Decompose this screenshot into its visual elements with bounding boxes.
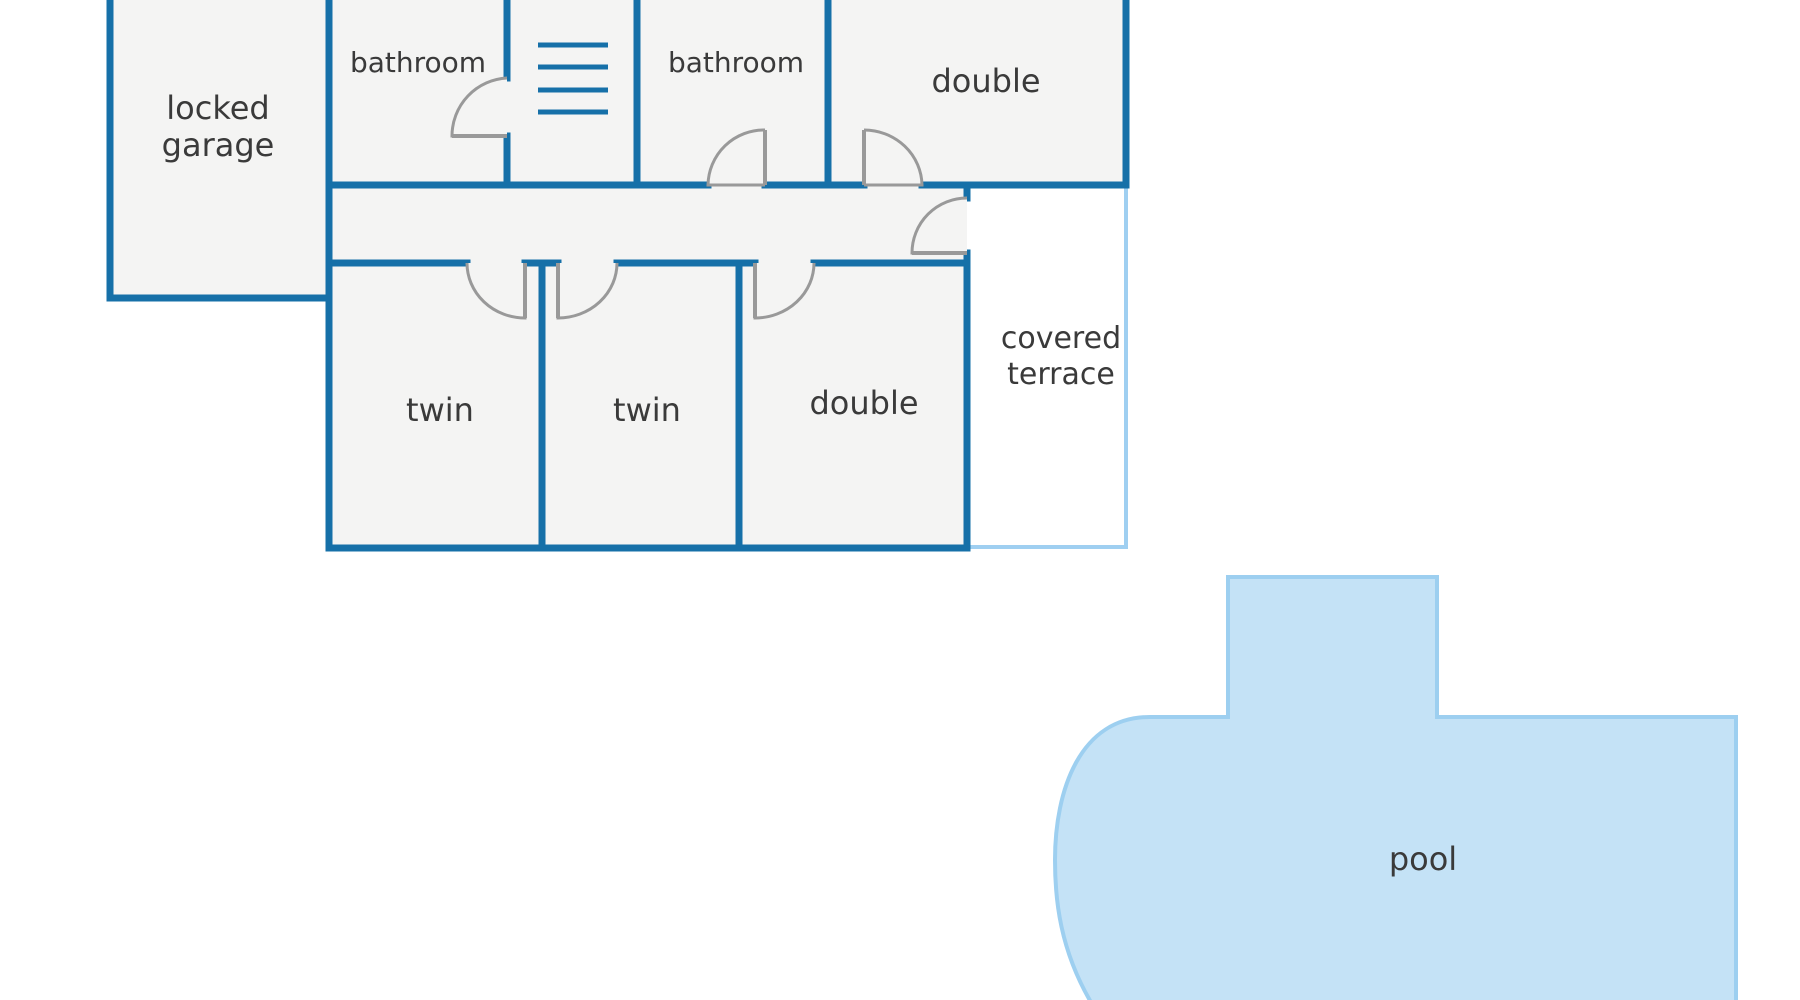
- bathroom1-label: bathroom: [350, 46, 486, 79]
- stairs-icon: [538, 42, 608, 115]
- double-bottom-label: double: [809, 384, 918, 422]
- bathroom2-label: bathroom: [668, 46, 804, 79]
- garage-wall: [106, 0, 333, 302]
- door-twin-2[interactable]: [556, 262, 619, 320]
- twin1-label: twin: [406, 391, 474, 429]
- room-fills: [110, 0, 1126, 548]
- pool-shape: [1052, 575, 1738, 1000]
- room-labels: locked garage bathroom bathroom double t…: [162, 46, 1458, 878]
- doors: [450, 76, 968, 320]
- garage-floor: [110, 0, 329, 298]
- double-top-label: double: [931, 62, 1040, 100]
- pool: [1052, 575, 1738, 1000]
- terrace-label-line1: covered: [1001, 321, 1121, 356]
- garage-label-line1: locked: [166, 89, 269, 127]
- pool-label: pool: [1389, 840, 1457, 878]
- door-bathroom-2[interactable]: [706, 128, 767, 187]
- terrace-label-line2: terrace: [1007, 357, 1115, 392]
- garage-label-line2: garage: [162, 126, 275, 164]
- corridor-floor: [329, 185, 967, 263]
- terrace-outline: [967, 185, 1128, 549]
- door-twin-1[interactable]: [465, 262, 527, 320]
- door-terrace[interactable]: [910, 196, 968, 255]
- terrace: [967, 185, 1128, 549]
- lower-rooms-floor: [329, 263, 967, 548]
- walls: [106, 0, 1130, 552]
- door-double-bottom[interactable]: [753, 262, 816, 320]
- door-bathroom-1[interactable]: [450, 76, 508, 138]
- twin2-label: twin: [613, 391, 681, 429]
- door-double-top[interactable]: [862, 128, 924, 187]
